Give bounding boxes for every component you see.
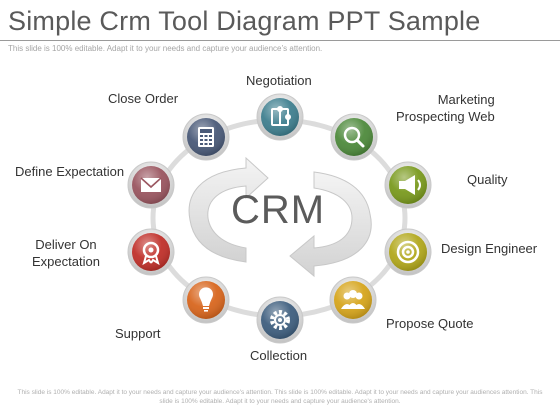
megaphone-icon	[399, 175, 421, 195]
label-deliver-line1: Deliver On	[35, 237, 97, 252]
label-quality: Quality	[467, 172, 508, 187]
slide-title: Simple Crm Tool Diagram PPT Sample	[8, 6, 481, 36]
node-support	[182, 276, 230, 324]
node-define	[127, 161, 175, 209]
award-icon	[142, 241, 160, 266]
puzzle-icon	[271, 106, 291, 126]
label-define-expectation: Define Expectation	[15, 164, 125, 179]
left-curved-arrow	[188, 156, 269, 263]
target-icon	[396, 240, 420, 264]
label-negotiation: Negotiation	[246, 73, 312, 88]
envelope-icon	[140, 177, 162, 192]
calculator-icon	[198, 127, 214, 147]
node-design	[384, 228, 432, 276]
right-curved-arrow	[289, 171, 372, 278]
node-deliver	[127, 228, 175, 276]
label-marketing: Marketing Prospecting Web	[396, 91, 495, 125]
node-negotiation	[256, 93, 304, 141]
label-support: Support	[115, 326, 161, 341]
slide-subtitle: This slide is 100% editable. Adapt it to…	[8, 44, 323, 53]
label-close-order: Close Order	[108, 91, 179, 106]
node-quality	[384, 161, 432, 209]
node-collection	[256, 296, 304, 344]
label-propose-quote: Propose Quote	[386, 316, 474, 331]
label-deliver-line2: Expectation	[32, 254, 100, 269]
crm-center-label: CRM	[230, 188, 326, 232]
label-design-engineer: Design Engineer	[441, 241, 538, 256]
label-deliver: Deliver On Expectation	[32, 236, 100, 270]
node-propose	[329, 276, 377, 324]
label-marketing-line2: Prospecting Web	[396, 109, 495, 124]
label-collection: Collection	[250, 348, 308, 363]
magnifier-icon	[343, 126, 365, 148]
slide-footer: This slide is 100% editable. Adapt it to…	[17, 389, 543, 405]
people-icon	[341, 290, 365, 309]
node-close	[182, 113, 230, 161]
label-marketing-line1: Marketing	[437, 92, 495, 107]
circular-arrows	[188, 156, 372, 278]
title-divider	[0, 40, 560, 41]
gear-icon	[270, 310, 290, 330]
lightbulb-icon	[199, 287, 213, 312]
node-marketing	[330, 113, 378, 161]
